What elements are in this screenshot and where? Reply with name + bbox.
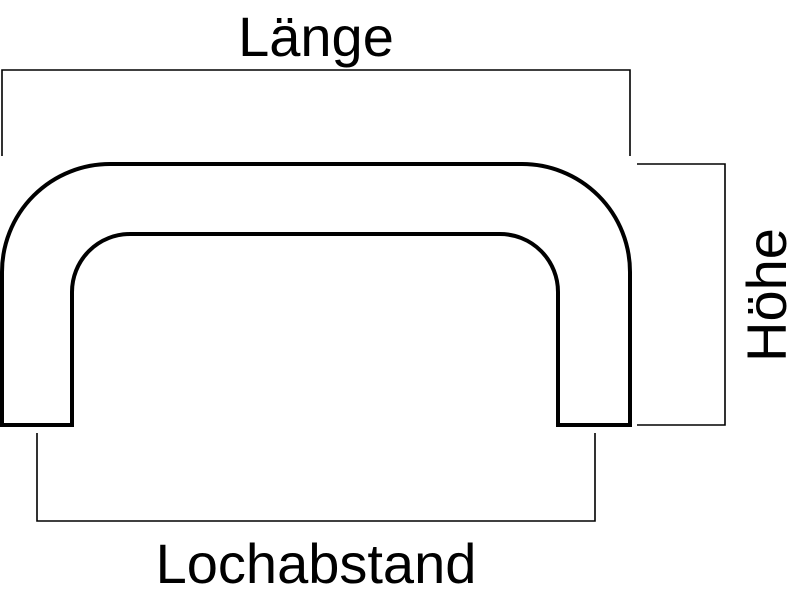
- hole-spacing-label: Lochabstand: [156, 532, 477, 595]
- length-label: Länge: [238, 5, 394, 68]
- height-dimension-bracket: [637, 163, 726, 426]
- handle-outline: [0, 162, 632, 427]
- hole-spacing-dimension-bracket: [36, 433, 596, 522]
- height-label: Höhe: [735, 228, 798, 362]
- length-dimension-bracket: [1, 69, 631, 156]
